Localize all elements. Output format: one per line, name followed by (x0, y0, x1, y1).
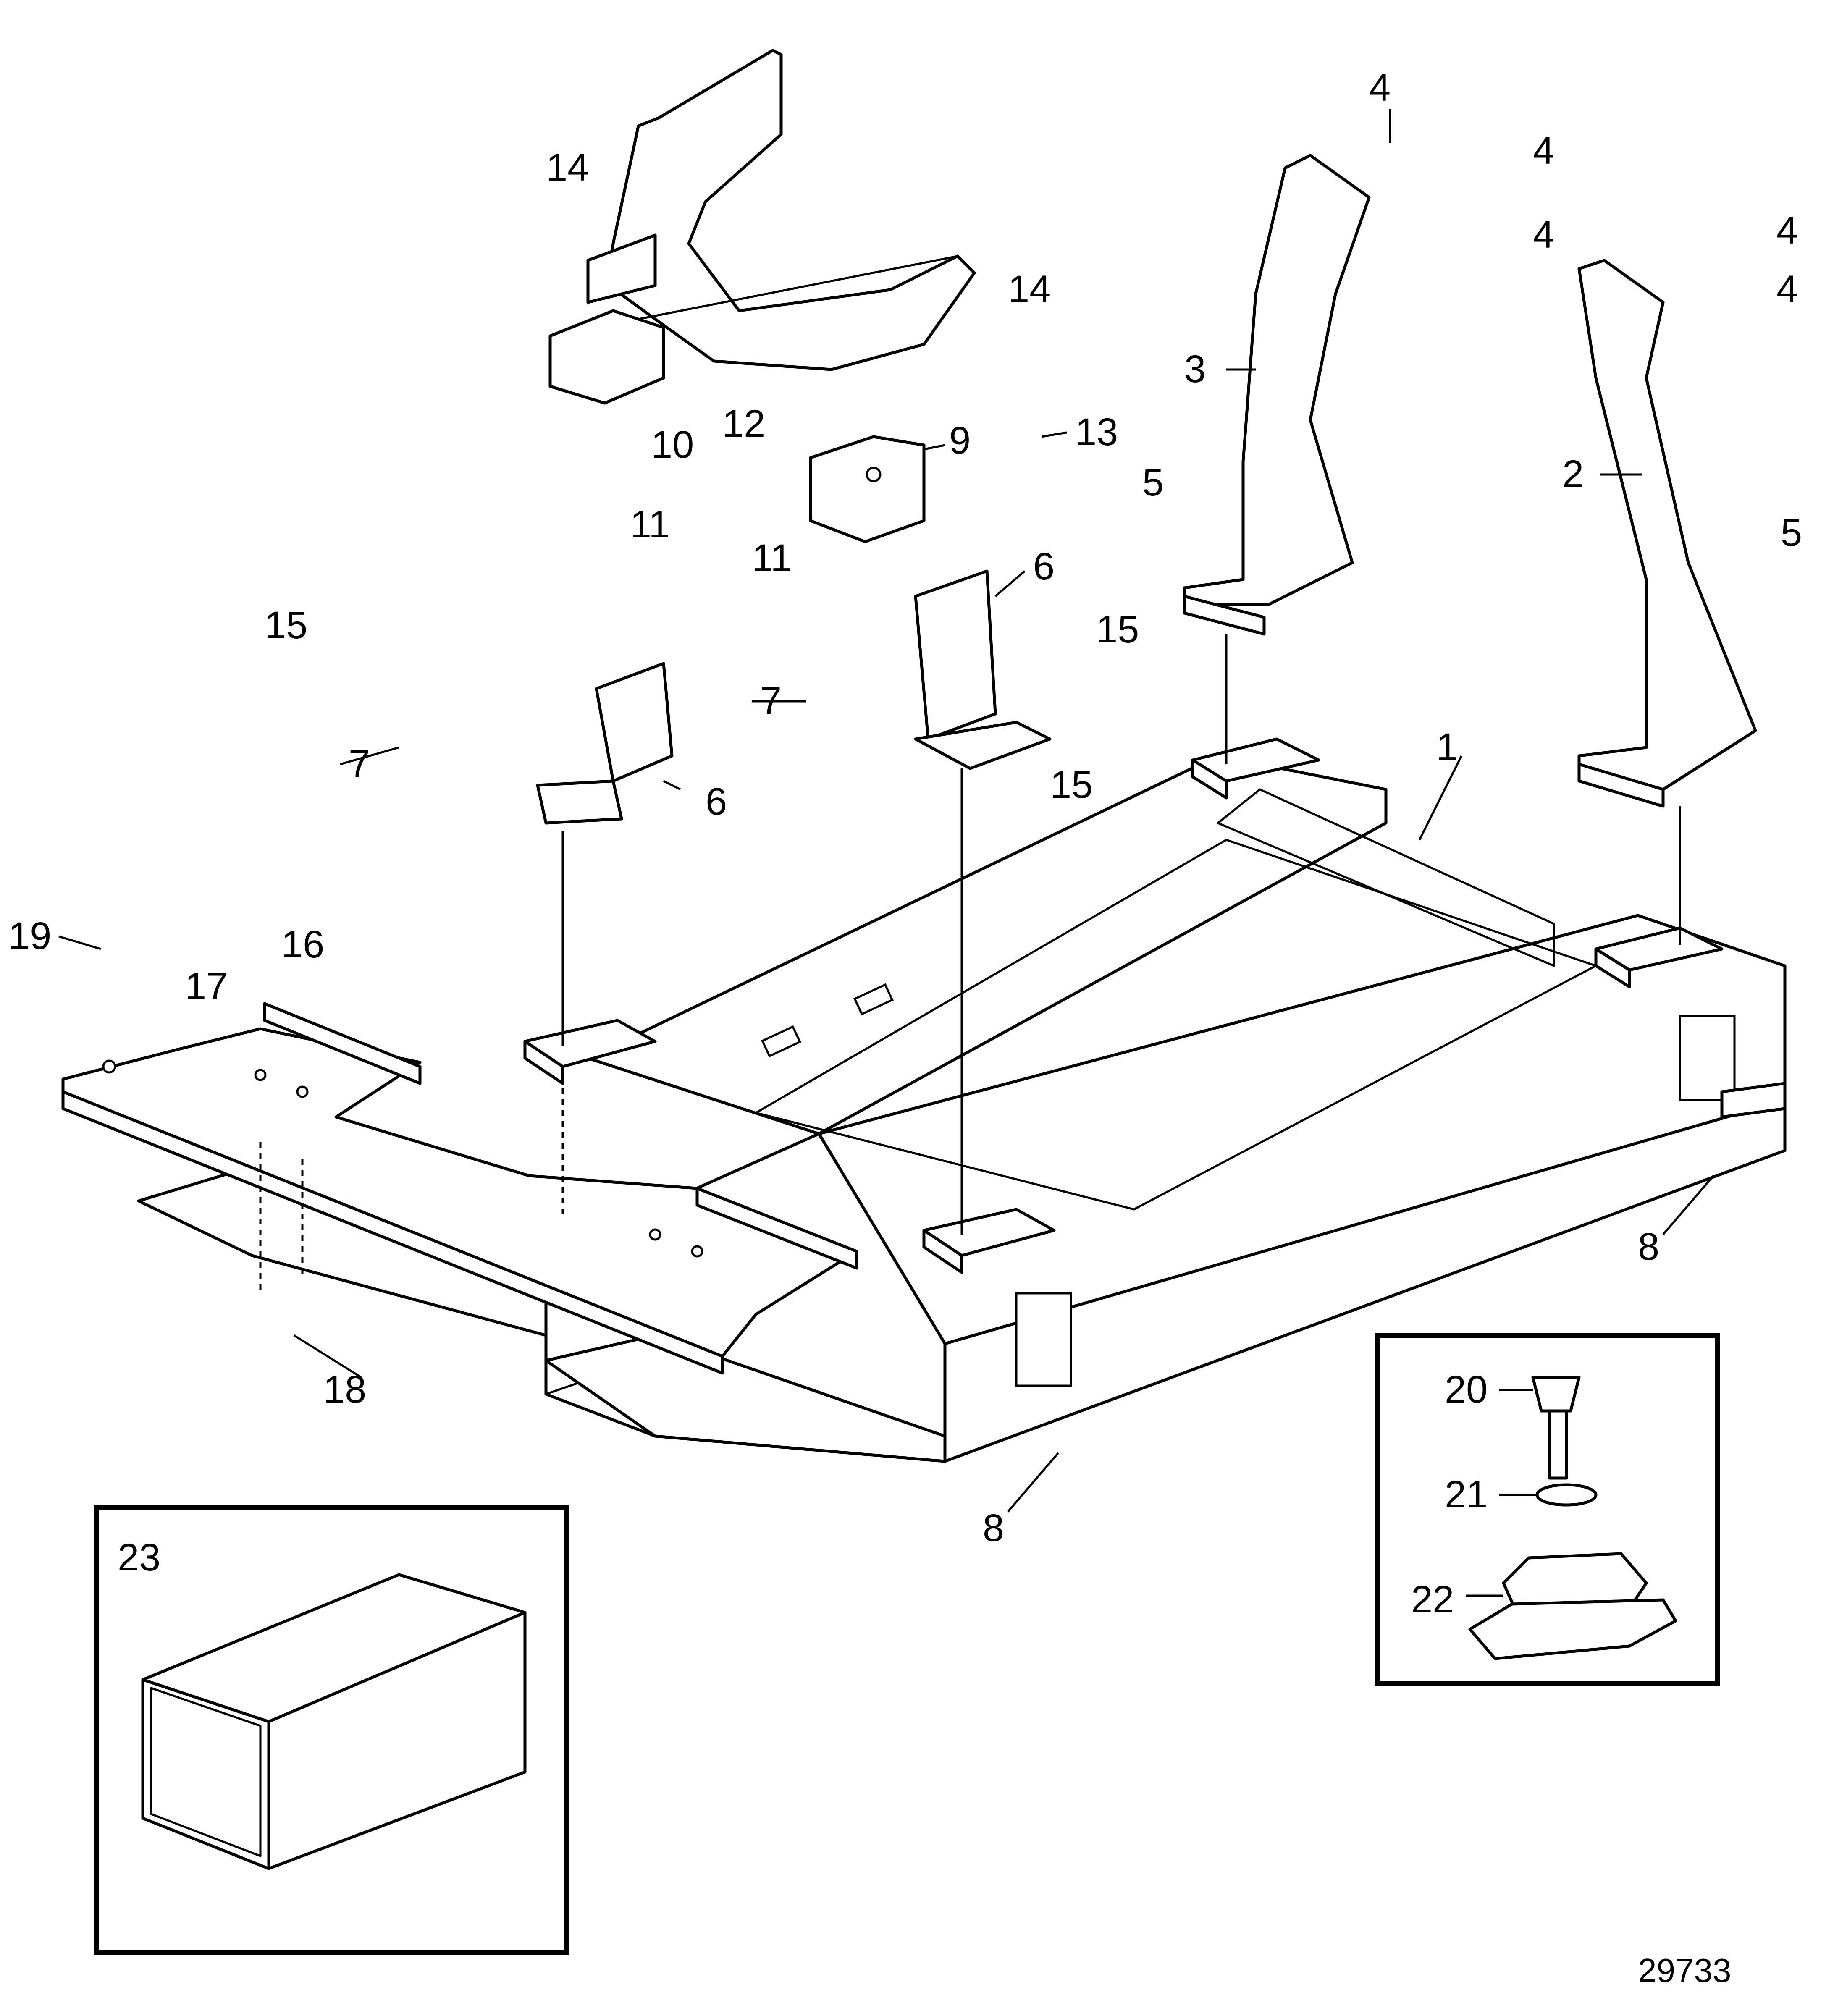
callout-14a: 14 (546, 146, 589, 189)
document-number: 29733 (1638, 1952, 1731, 1989)
angle-bracket-right (914, 569, 1052, 770)
callout-3: 3 (1184, 348, 1206, 391)
rubber-mount-detail (1375, 1333, 1720, 1686)
support-bracket-10 (548, 309, 665, 405)
callout-4c: 4 (1533, 213, 1554, 256)
callout-4e: 4 (1776, 268, 1798, 311)
frame-mounting-pads (523, 737, 1724, 1274)
callout-19: 19 (8, 915, 51, 957)
callout-15a: 15 (265, 604, 307, 647)
callout-21: 21 (1445, 1473, 1488, 1516)
callout-15c: 15 (1050, 763, 1093, 806)
rear-bracket-2 (1577, 259, 1757, 808)
callout-20: 20 (1445, 1368, 1488, 1411)
callout-8b: 8 (1638, 1225, 1659, 1268)
callout-16: 16 (281, 923, 324, 966)
callout-2: 2 (1562, 453, 1584, 495)
callout-11a: 11 (630, 503, 670, 546)
callout-23: 23 (118, 1536, 160, 1579)
callout-18: 18 (323, 1368, 366, 1411)
rear-bracket-3 (1183, 154, 1371, 636)
front-mounting-plate (61, 1002, 858, 1375)
callout-1: 1 (1436, 726, 1458, 768)
callout-leaders (58, 109, 1714, 1597)
callout-9: 9 (949, 419, 971, 462)
callout-8a: 8 (983, 1507, 1004, 1549)
engine-bracket (586, 49, 976, 371)
callout-17: 17 (185, 965, 228, 1008)
callout-6a: 6 (706, 780, 727, 823)
callout-7a: 7 (349, 742, 370, 785)
callout-4b: 4 (1533, 129, 1554, 172)
callout-5b: 5 (1781, 511, 1802, 554)
callout-6b: 6 (1033, 545, 1055, 588)
assembly-lines (259, 634, 1681, 1293)
callout-22: 22 (1411, 1578, 1454, 1621)
callout-11b: 11 (752, 537, 792, 579)
callout-4a: 4 (1369, 66, 1391, 109)
tube-detail (94, 1505, 569, 1955)
callout-14b: 14 (1008, 268, 1051, 311)
angle-bracket-left (536, 662, 674, 825)
callout-5a: 5 (1142, 461, 1164, 504)
callout-12: 12 (722, 402, 765, 445)
callout-4d: 4 (1776, 209, 1798, 252)
callout-15b: 15 (1096, 608, 1139, 651)
callout-13: 13 (1075, 411, 1118, 454)
callout-labels: 1 2 3 4 4 4 4 4 5 5 6 6 7 7 8 8 9 10 11 … (8, 66, 1802, 1989)
callout-10: 10 (651, 423, 694, 466)
support-bracket-9 (809, 435, 926, 543)
